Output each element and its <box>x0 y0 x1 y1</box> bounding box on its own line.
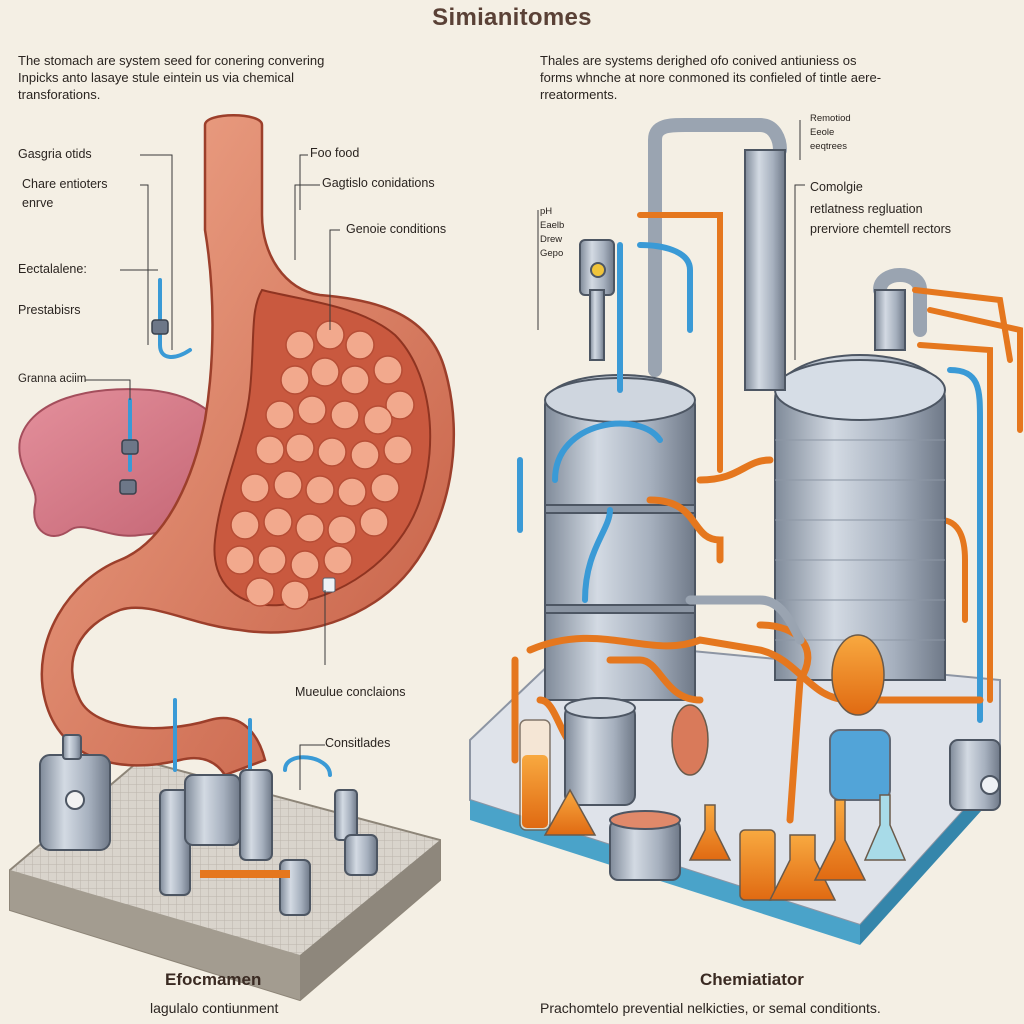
page-title: Simianitomes <box>432 4 592 31</box>
label-gagtislo-conidations: Gagtislo conidations <box>322 176 435 190</box>
left-intro-line: transforations. <box>18 87 101 102</box>
label-foo-food: Foo food <box>310 146 360 160</box>
label-gastric-acids: Gasgria otids <box>18 147 92 161</box>
right-caption-title: Chemiatiator <box>700 970 804 989</box>
label-ph-line-4: Gepo <box>540 248 564 259</box>
left-leader-lines <box>85 154 340 790</box>
left-intro-line: Inpicks anto lasaye stule eintein us via… <box>18 70 295 85</box>
label-comolgie-reactors: prerviore chemtell rectors <box>810 222 952 236</box>
lab-glassware <box>519 634 907 901</box>
left-small-tanks <box>39 734 378 916</box>
label-granna-aciim: Granna aciim <box>18 373 87 385</box>
label-mueulue-conclaions: Mueulue conclaions <box>295 685 406 699</box>
label-top-cluster-2: Eeole <box>810 127 835 138</box>
right-intro-text: Thales are systems derighed ofo conived … <box>540 52 1020 103</box>
right-intro-line: Thales are systems derighed ofo conived … <box>540 53 857 68</box>
right-intro-line: forms whnche at nore conmoned its confie… <box>540 70 882 85</box>
right-intro-line: rreatorments. <box>540 87 618 102</box>
reactor-vessel-right <box>744 149 946 681</box>
right-caption-subtitle: Prachomtelo prevential nelkicties, or se… <box>540 1000 881 1016</box>
label-top-cluster-1: Remotiod <box>810 113 851 124</box>
stomach-organ <box>40 114 455 777</box>
left-caption-subtitle: lagulalo contiunment <box>150 1000 279 1016</box>
label-ph: pH <box>540 206 553 217</box>
label-eectalalene: Eectalalene: <box>18 262 87 276</box>
reactor-vessel-left <box>544 239 696 701</box>
label-consitlades: Consitlades <box>325 736 391 750</box>
left-intro-line: The stomach are system seed for conering… <box>18 53 325 68</box>
label-top-cluster-3: eeqtrees <box>810 141 847 152</box>
left-caption-title: Efocmamen <box>165 970 262 989</box>
left-valves <box>119 319 169 495</box>
label-chare-enzymes: Chare entioters <box>22 177 108 191</box>
label-ph-line-2: Eaelb <box>540 220 565 231</box>
right-small-vessels <box>564 697 1001 881</box>
right-leader-lines <box>537 120 805 360</box>
left-intro-text: The stomach are system seed for conering… <box>18 52 488 103</box>
label-comolgie-regulation: retlatness regluation <box>810 202 923 216</box>
label-ph-line-3: Drew <box>540 234 563 245</box>
left-base-platform <box>9 758 441 1002</box>
right-pipes-front <box>511 242 984 824</box>
label-genoie-conditions: Genoie conditions <box>346 222 447 236</box>
label-prestabisrs: Prestabisrs <box>18 303 81 317</box>
label-chare-enzymes-2: enrve <box>22 196 54 210</box>
label-comolgie: Comolgie <box>810 180 863 194</box>
